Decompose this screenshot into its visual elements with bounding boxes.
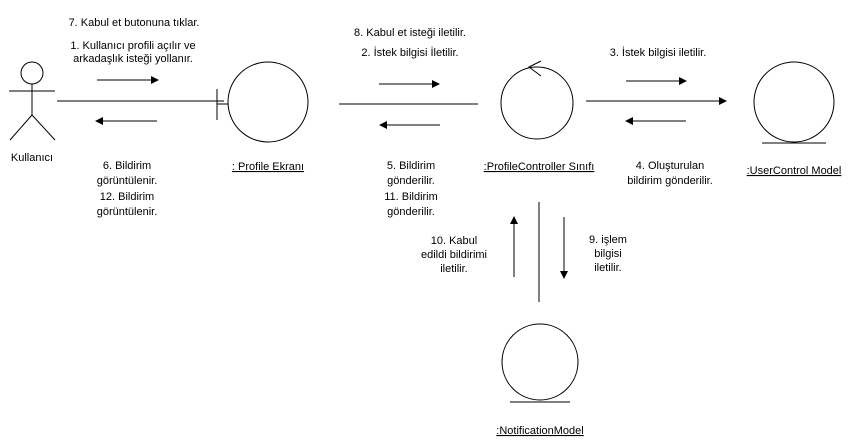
user-actor[interactable] — [9, 61, 56, 141]
message-10-line1: 10. Kabul — [431, 235, 477, 247]
message-2: 2. İstek bilgisi İletilir. — [361, 46, 458, 59]
message-10-line2: edildi bildirimi — [421, 249, 487, 261]
actor-right-leg — [31, 114, 56, 141]
control-arrowhead — [528, 60, 542, 77]
profile-controller-control[interactable] — [500, 60, 574, 140]
profile-screen-label: : Profile Ekranı — [232, 161, 304, 173]
message-11-line1: 11. Bildirim — [384, 191, 438, 203]
profile-screen-boundary[interactable] — [216, 61, 309, 143]
entity-circle — [753, 61, 835, 143]
actor-head — [20, 61, 44, 85]
message-10-line3: iletilir. — [440, 263, 468, 275]
notification-model-label: :NotificationModel — [496, 425, 583, 437]
message-9-line3: iletilir. — [594, 262, 622, 274]
message-11-line2: gönderilir. — [387, 206, 435, 218]
message-12-line1: 12. Bildirim — [100, 191, 154, 203]
profile-controller-label: :ProfileController Sınıfı — [484, 161, 595, 173]
message-7: 7. Kabul et butonuna tıklar. — [69, 17, 200, 29]
actor-left-leg — [9, 114, 33, 141]
message-12-line2: görüntülenir. — [97, 206, 158, 218]
user-actor-label: Kullanıcı — [11, 152, 53, 164]
message-1-line1: 1. Kullanıcı profili açılır ve — [70, 40, 195, 52]
message-9-line1: 9. işlem — [589, 234, 627, 246]
user-control-model-entity[interactable] — [753, 61, 835, 144]
message-5-line2: gönderilir. — [387, 175, 435, 187]
message-9-line2: bilgisi — [594, 248, 622, 260]
message-6-line2: görüntülenir. — [97, 175, 158, 187]
message-8: 8. Kabul et isteği iletilir. — [354, 27, 466, 39]
control-circle — [500, 66, 574, 140]
message-5-line1: 5. Bildirim — [387, 160, 435, 172]
message-3: 3. İstek bilgisi iletilir. — [610, 46, 707, 59]
message-4-line1: 4. Oluşturulan — [636, 160, 704, 172]
entity-circle — [501, 323, 579, 401]
notification-model-entity[interactable] — [501, 323, 579, 403]
boundary-circle — [227, 61, 309, 143]
user-control-model-label: :UserControl Model — [747, 165, 842, 177]
message-1-line2: arkadaşlık isteği yollanır. — [73, 53, 193, 65]
message-4-line2: bildirim gönderilir. — [627, 175, 713, 187]
message-6-line1: 6. Bildirim — [103, 160, 151, 172]
